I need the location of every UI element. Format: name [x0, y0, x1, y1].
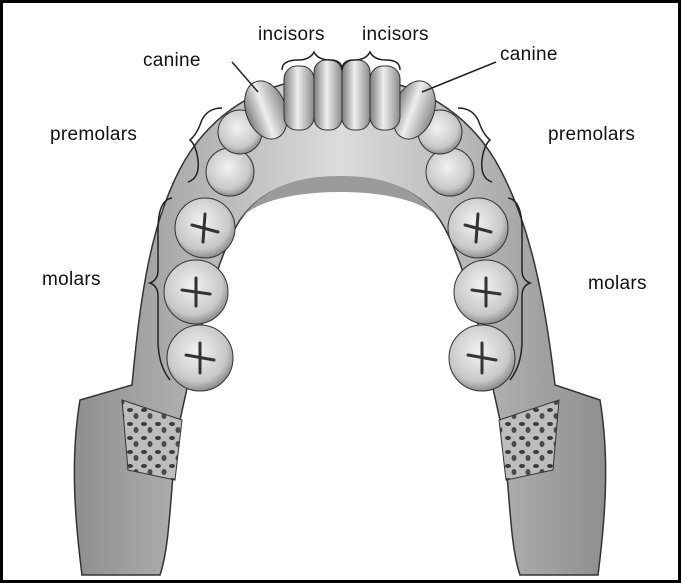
- mandible-bone: [74, 80, 605, 575]
- label-canine-left: canine: [143, 51, 201, 70]
- label-premolars-right: premolars: [548, 125, 635, 144]
- label-incisors-left: incisors: [258, 25, 325, 44]
- left-central-incisor: [314, 60, 342, 130]
- left-premolar-2: [206, 148, 254, 196]
- left-lateral-incisor: [284, 66, 314, 130]
- label-incisors-right: incisors: [362, 25, 429, 44]
- label-canine-right: canine: [500, 45, 558, 64]
- right-lateral-incisor: [370, 66, 400, 130]
- label-molars-right: molars: [588, 274, 647, 293]
- label-molars-left: molars: [42, 270, 101, 289]
- label-premolars-left: premolars: [50, 125, 137, 144]
- right-central-incisor: [342, 60, 370, 130]
- right-premolar-2: [426, 148, 474, 196]
